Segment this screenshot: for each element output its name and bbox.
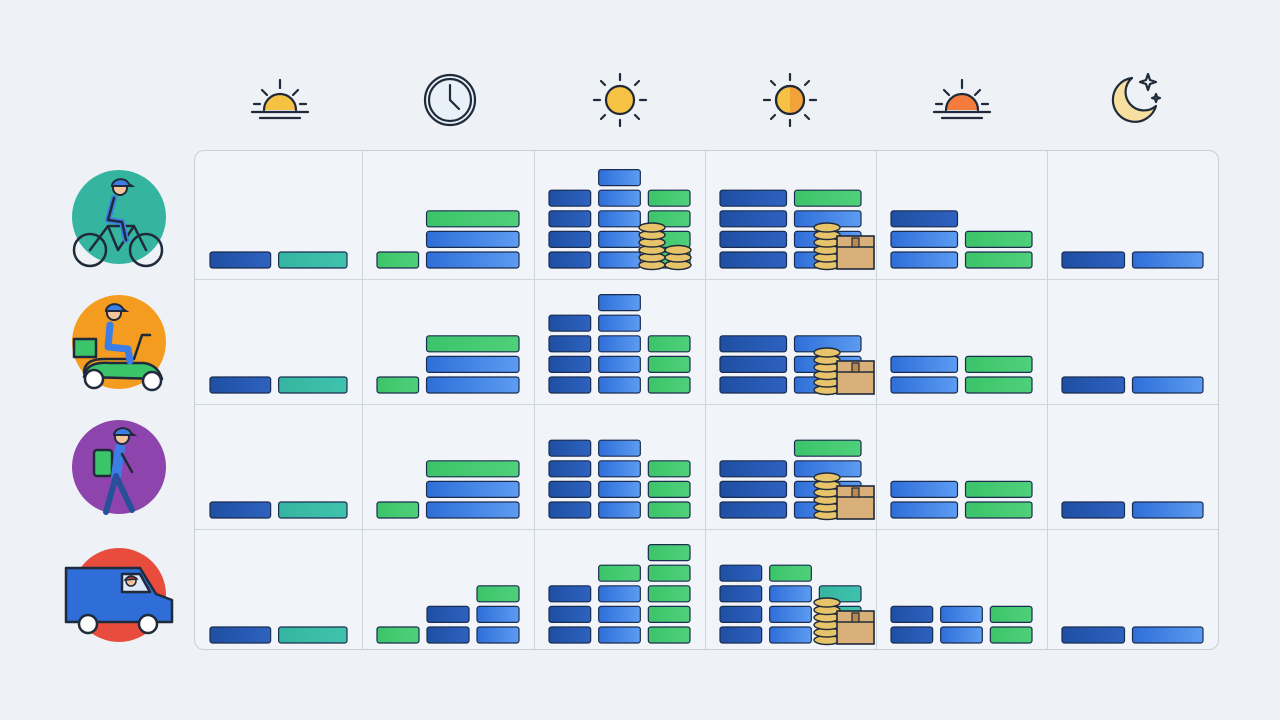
cyclist-courier-icon bbox=[70, 170, 168, 268]
sunrise-icon bbox=[248, 68, 312, 132]
sunset-icon bbox=[930, 68, 994, 132]
schedule-grid bbox=[194, 150, 1219, 650]
van-courier-icon bbox=[64, 546, 174, 644]
clock-icon bbox=[418, 68, 482, 132]
scooter-courier-icon bbox=[70, 295, 168, 393]
sun-icon bbox=[588, 68, 652, 132]
sun-half-icon bbox=[758, 68, 822, 132]
moon-stars-icon bbox=[1102, 68, 1166, 132]
walking-courier-icon bbox=[70, 420, 168, 518]
